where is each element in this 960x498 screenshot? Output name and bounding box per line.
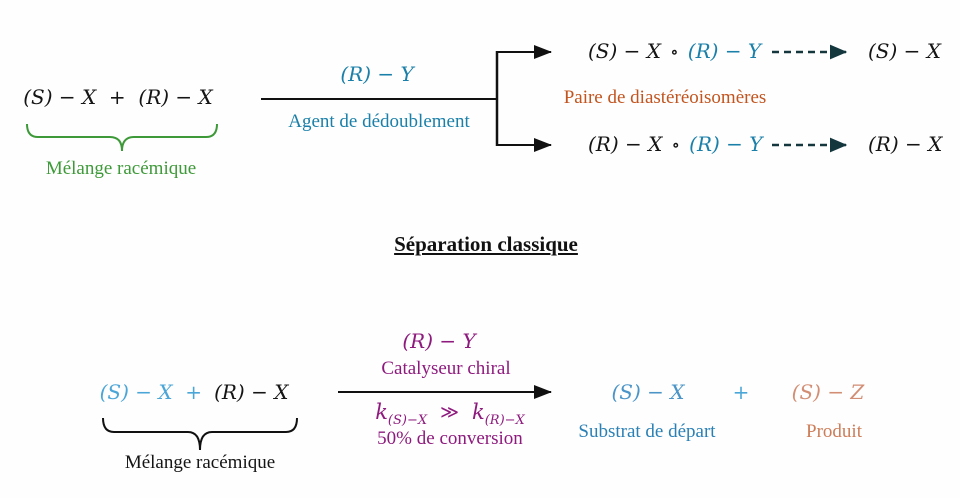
section-title: Séparation classique — [394, 232, 578, 256]
species-s-x: (S) − X — [588, 39, 662, 63]
chiral-reagent-formula: (R) − Y — [402, 329, 476, 353]
plus-sign: + — [732, 380, 750, 404]
racemic-mixture-formula-2: (S) − X + (R) − X — [100, 381, 289, 404]
diastereomer-pair-label: Paire de diastéréoisomères — [563, 87, 767, 108]
rate-comparison: k(S)−X ≫ k(R)−X — [375, 400, 525, 428]
underbrace-green — [26, 123, 218, 152]
ring-operator-icon: ∘ — [671, 138, 681, 153]
underbrace-black — [102, 417, 298, 451]
reactant-r-x: (R) − X — [214, 380, 289, 404]
product-substrate-formula: (S) − X — [611, 380, 685, 404]
rate-constant-s: k — [375, 400, 388, 424]
substrate-label: Substrat de départ — [578, 421, 716, 442]
resolving-agent-formula: (R) − Y — [340, 62, 414, 86]
rate-constant-r-subscript: (R)−X — [484, 413, 525, 428]
recovered-s-x: (S) − X — [868, 39, 942, 63]
rate-constant-s-subscript: (S)−X — [387, 413, 428, 428]
resolving-agent-label: Agent de dédoublement — [288, 111, 470, 132]
ring-operator-icon: ∘ — [670, 45, 679, 60]
rate-constant-r: k — [471, 400, 485, 424]
reactant-s-x-plus: (S) − X + — [99, 380, 203, 404]
recovered-r-x: (R) − X — [868, 132, 943, 156]
species-r-x: (R) − X — [588, 132, 663, 156]
diastereomer-pair-bottom: (R) − X ∘ (R) − Y — [588, 133, 762, 156]
conversion-label: 50% de conversion — [377, 428, 523, 449]
chiral-catalyst-label: Catalyseur chiral — [381, 358, 511, 379]
partner-r-y: (R) − Y — [687, 39, 762, 63]
product-label: Produit — [806, 421, 862, 442]
product-z-formula: (S) − Z — [791, 380, 865, 404]
diastereomer-pair-top: (S) − X ∘ (R) − Y — [588, 40, 761, 63]
racemic-mixture-label-1: Mélange racémique — [45, 158, 197, 179]
racemic-mixture-formula-1: (S) − X + (R) − X — [23, 85, 213, 109]
partner-r-y: (R) − Y — [689, 132, 763, 156]
much-greater-than-symbol: ≫ — [440, 402, 459, 422]
racemic-mixture-label-2: Mélange racémique — [124, 452, 276, 473]
